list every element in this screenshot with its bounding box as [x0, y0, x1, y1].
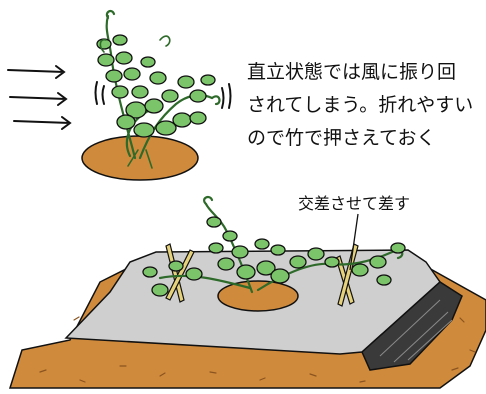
mulch-fold-lines — [379, 299, 453, 363]
cross-insert-label: 交差させて差す — [298, 194, 411, 213]
soil-texture — [39, 316, 476, 383]
bamboo-stake-icon — [335, 243, 359, 307]
pea-seedling-icon — [142, 195, 406, 297]
planting-hole — [217, 280, 299, 312]
pea-seedling-icon — [96, 9, 221, 169]
wind-arrow-icon — [7, 65, 72, 130]
callout-line — [349, 213, 359, 271]
caption-text: 直立状態では風に振り回 されてしまう。折れやすい ので竹で押さえておく — [247, 61, 474, 149]
motion-lines — [94, 81, 232, 109]
